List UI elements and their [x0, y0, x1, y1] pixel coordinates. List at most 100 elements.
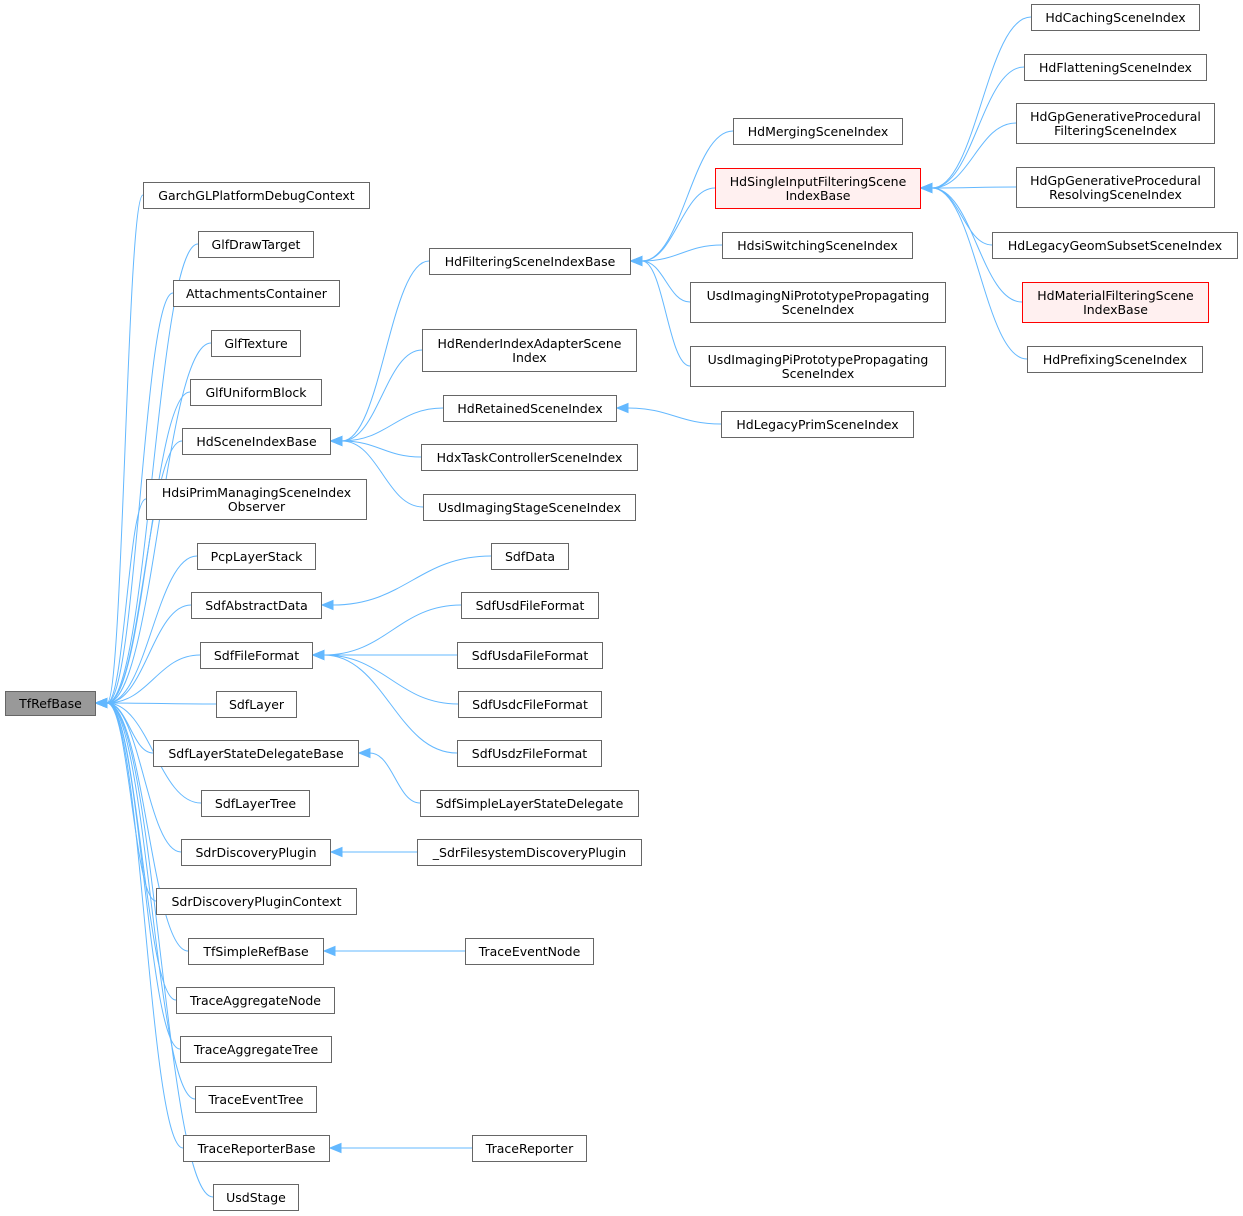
edge-hdsi-switching-scene-index-to-hd-filtering-scene-index-base: [629, 244, 723, 267]
class-node-glf-texture[interactable]: GlfTexture: [211, 330, 301, 357]
edge-line: [106, 604, 192, 704]
node-label: SdfLayerStateDelegateBase: [168, 746, 344, 761]
class-node-usd-imaging-pi-prototype-propagating-scene-index[interactable]: UsdImagingPiPrototypePropagatingSceneInd…: [690, 346, 946, 387]
class-node-trace-aggregate-node[interactable]: TraceAggregateNode: [176, 987, 335, 1014]
class-node-hd-filtering-scene-index-base[interactable]: HdFilteringSceneIndexBase: [429, 248, 631, 275]
class-node-sdf-data[interactable]: SdfData: [491, 543, 569, 570]
class-node-hd-flattening-scene-index[interactable]: HdFlatteningSceneIndex: [1024, 54, 1207, 81]
node-box: [195, 1086, 317, 1113]
class-node-hdsi-switching-scene-index[interactable]: HdsiSwitchingSceneIndex: [722, 232, 913, 259]
class-node-sdr-discovery-plugin[interactable]: SdrDiscoveryPlugin: [181, 839, 331, 866]
node-box: [176, 987, 335, 1014]
class-node-glf-draw-target[interactable]: GlfDrawTarget: [198, 231, 314, 258]
node-box: [1031, 4, 1200, 31]
class-node-sdf-usdz-file-format[interactable]: SdfUsdzFileFormat: [457, 740, 602, 767]
class-node-hdx-task-controller-scene-index[interactable]: HdxTaskControllerSceneIndex: [421, 444, 638, 471]
class-node-hd-gp-generative-procedural-filtering-scene-index[interactable]: HdGpGenerativeProceduralFilteringSceneIn…: [1016, 103, 1215, 144]
edge-line: [931, 187, 1028, 360]
node-label: Index: [512, 350, 546, 365]
class-node-hd-prefixing-scene-index[interactable]: HdPrefixingSceneIndex: [1027, 346, 1203, 373]
edge-usd-imaging-stage-scene-index-to-hd-scene-index-base: [329, 435, 424, 508]
class-node-usd-imaging-stage-scene-index[interactable]: UsdImagingStageSceneIndex: [423, 494, 636, 521]
edge-line: [641, 244, 723, 262]
class-node-sdf-file-format[interactable]: SdfFileFormat: [200, 642, 313, 669]
class-node-glf-uniform-block[interactable]: GlfUniformBlock: [190, 379, 322, 406]
class-node-pcp-layer-stack[interactable]: PcpLayerStack: [197, 543, 316, 570]
class-node-trace-reporter[interactable]: TraceReporter: [472, 1135, 587, 1162]
class-node-sdf-layer-tree[interactable]: SdfLayerTree: [201, 790, 310, 817]
edge-line: [106, 702, 181, 1050]
edge-hd-caching-scene-index-to-hd-single-input-filtering-scene-index-base: [919, 16, 1032, 194]
node-label: GlfDrawTarget: [212, 237, 301, 252]
inheritance-arrow-icon: [94, 697, 108, 709]
class-node-sdf-usdc-file-format[interactable]: SdfUsdcFileFormat: [458, 691, 602, 718]
node-label: SdrDiscoveryPluginContext: [172, 894, 342, 909]
class-node-hd-caching-scene-index[interactable]: HdCachingSceneIndex: [1031, 4, 1200, 31]
node-label: UsdStage: [226, 1190, 286, 1205]
node-label: HdSingleInputFilteringScene: [730, 174, 907, 189]
class-node-sdf-abstract-data[interactable]: SdfAbstractData: [191, 592, 322, 619]
node-box: [472, 1135, 587, 1162]
node-label: HdxTaskControllerSceneIndex: [437, 450, 623, 465]
node-label: FilteringSceneIndex: [1054, 123, 1177, 138]
inheritance-arrow-icon: [322, 945, 336, 957]
node-box: [146, 479, 367, 520]
class-node-tf-simple-ref-base[interactable]: TfSimpleRefBase: [188, 938, 324, 965]
node-box: [180, 1036, 332, 1063]
class-node-hd-legacy-geom-subset-scene-index[interactable]: HdLegacyGeomSubsetSceneIndex: [992, 232, 1238, 259]
edge-line: [106, 702, 182, 853]
node-label: TfSimpleRefBase: [202, 944, 309, 959]
inheritance-arrow-icon: [357, 747, 371, 759]
class-node-trace-aggregate-tree[interactable]: TraceAggregateTree: [180, 1036, 332, 1063]
edge-hd-legacy-prim-scene-index-to-hd-retained-scene-index: [615, 402, 722, 425]
class-node-sdf-usda-file-format[interactable]: SdfUsdaFileFormat: [457, 642, 603, 669]
class-node-sdf-usd-file-format[interactable]: SdfUsdFileFormat: [461, 592, 599, 619]
class-node-sdf-simple-layer-state-delegate[interactable]: SdfSimpleLayerStateDelegate: [420, 790, 639, 817]
class-node-hd-legacy-prim-scene-index[interactable]: HdLegacyPrimSceneIndex: [721, 411, 914, 438]
class-node-attachments-container[interactable]: AttachmentsContainer: [173, 280, 340, 307]
edge-sdf-data-to-sdf-abstract-data: [320, 555, 492, 611]
class-node-garch-gl-platform-debug-context[interactable]: GarchGLPlatformDebugContext: [143, 182, 370, 209]
edge-garch-gl-platform-debug-context-to-tf-ref-base: [94, 194, 144, 709]
edge-line: [106, 702, 189, 952]
node-box: [1027, 346, 1203, 373]
class-node-trace-reporter-base[interactable]: TraceReporterBase: [183, 1135, 330, 1162]
node-label: UsdImagingPiPrototypePropagating: [708, 352, 929, 367]
class-node-usd-stage[interactable]: UsdStage: [213, 1184, 299, 1211]
class-node-sdr-filesystem-discovery-plugin[interactable]: _SdrFilesystemDiscoveryPlugin: [417, 839, 642, 866]
class-node-trace-event-node[interactable]: TraceEventNode: [465, 938, 594, 965]
node-box: [201, 790, 310, 817]
node-label: SdfFileFormat: [214, 648, 299, 663]
class-node-sdr-discovery-plugin-context[interactable]: SdrDiscoveryPluginContext: [156, 888, 357, 915]
edge-trace-event-node-to-tf-simple-ref-base: [322, 945, 466, 957]
class-node-trace-event-tree[interactable]: TraceEventTree: [195, 1086, 317, 1113]
edge-line: [323, 604, 462, 656]
inheritance-arrow-icon: [329, 846, 343, 858]
class-node-sdf-layer[interactable]: SdfLayer: [216, 691, 297, 718]
class-node-hd-gp-generative-procedural-resolving-scene-index[interactable]: HdGpGenerativeProceduralResolvingSceneIn…: [1016, 167, 1215, 208]
class-node-usd-imaging-ni-prototype-propagating-scene-index[interactable]: UsdImagingNiPrototypePropagatingSceneInd…: [690, 282, 946, 323]
node-box: [156, 888, 357, 915]
node-label: UsdImagingStageSceneIndex: [438, 500, 621, 515]
node-box: [216, 691, 297, 718]
edge-line: [332, 555, 492, 606]
class-node-tf-ref-base[interactable]: TfRefBase: [5, 691, 96, 716]
edge-line: [106, 194, 144, 704]
node-box: [173, 280, 340, 307]
class-node-hd-merging-scene-index[interactable]: HdMergingSceneIndex: [733, 118, 903, 145]
edge-line: [106, 654, 201, 704]
edge-line: [341, 407, 444, 442]
node-box: [190, 379, 322, 406]
class-node-hd-scene-index-base[interactable]: HdSceneIndexBase: [182, 428, 331, 455]
node-label: HdLegacyPrimSceneIndex: [736, 417, 898, 432]
class-node-hd-retained-scene-index[interactable]: HdRetainedSceneIndex: [443, 395, 617, 422]
edge-line: [931, 186, 1017, 189]
node-label: SdfUsdFileFormat: [476, 598, 585, 613]
node-box: [143, 182, 370, 209]
class-node-sdf-layer-state-delegate-base[interactable]: SdfLayerStateDelegateBase: [153, 740, 359, 767]
edge-glf-draw-target-to-tf-ref-base: [94, 243, 199, 709]
